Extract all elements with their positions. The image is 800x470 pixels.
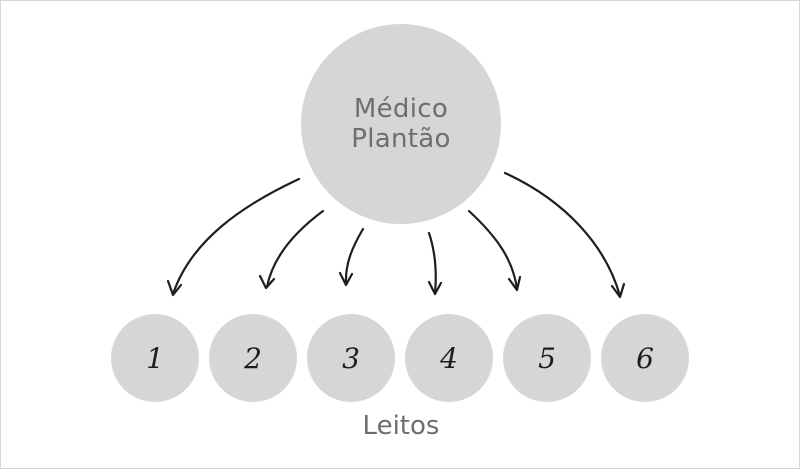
bed-number: 1 xyxy=(146,341,164,375)
arrow-to-bed-1 xyxy=(171,177,301,296)
doctor-label-line-2: Plantão xyxy=(351,124,451,154)
bed-node-3: 3 xyxy=(307,314,395,402)
bed-number: 6 xyxy=(636,341,654,375)
bed-number: 2 xyxy=(244,341,262,375)
arrow-to-bed-2 xyxy=(265,209,325,289)
arrow-to-bed-3 xyxy=(344,227,365,286)
arrowhead-bed-5 xyxy=(507,275,522,292)
bed-node-1: 1 xyxy=(111,314,199,402)
arrowhead-bed-2 xyxy=(258,274,276,290)
beds-group-label: Leitos xyxy=(362,411,440,441)
arrow-to-bed-6 xyxy=(503,171,622,298)
arrow-to-bed-4 xyxy=(427,231,437,295)
bed-node-2: 2 xyxy=(209,314,297,402)
doctor-label-line-1: Médico xyxy=(353,94,449,124)
arrowhead-bed-6 xyxy=(610,282,626,299)
bed-number: 4 xyxy=(440,341,458,375)
arrow-to-bed-5 xyxy=(467,209,519,291)
bed-number: 5 xyxy=(538,341,556,375)
bed-node-5: 5 xyxy=(503,314,591,402)
doctor-on-duty-node: Médico Plantão xyxy=(301,24,501,224)
arrowhead-bed-3 xyxy=(338,271,354,287)
bed-node-4: 4 xyxy=(405,314,493,402)
bed-node-6: 6 xyxy=(601,314,689,402)
arrowhead-bed-1 xyxy=(166,279,183,297)
arrowhead-bed-4 xyxy=(427,280,443,296)
bed-number: 3 xyxy=(342,341,360,375)
